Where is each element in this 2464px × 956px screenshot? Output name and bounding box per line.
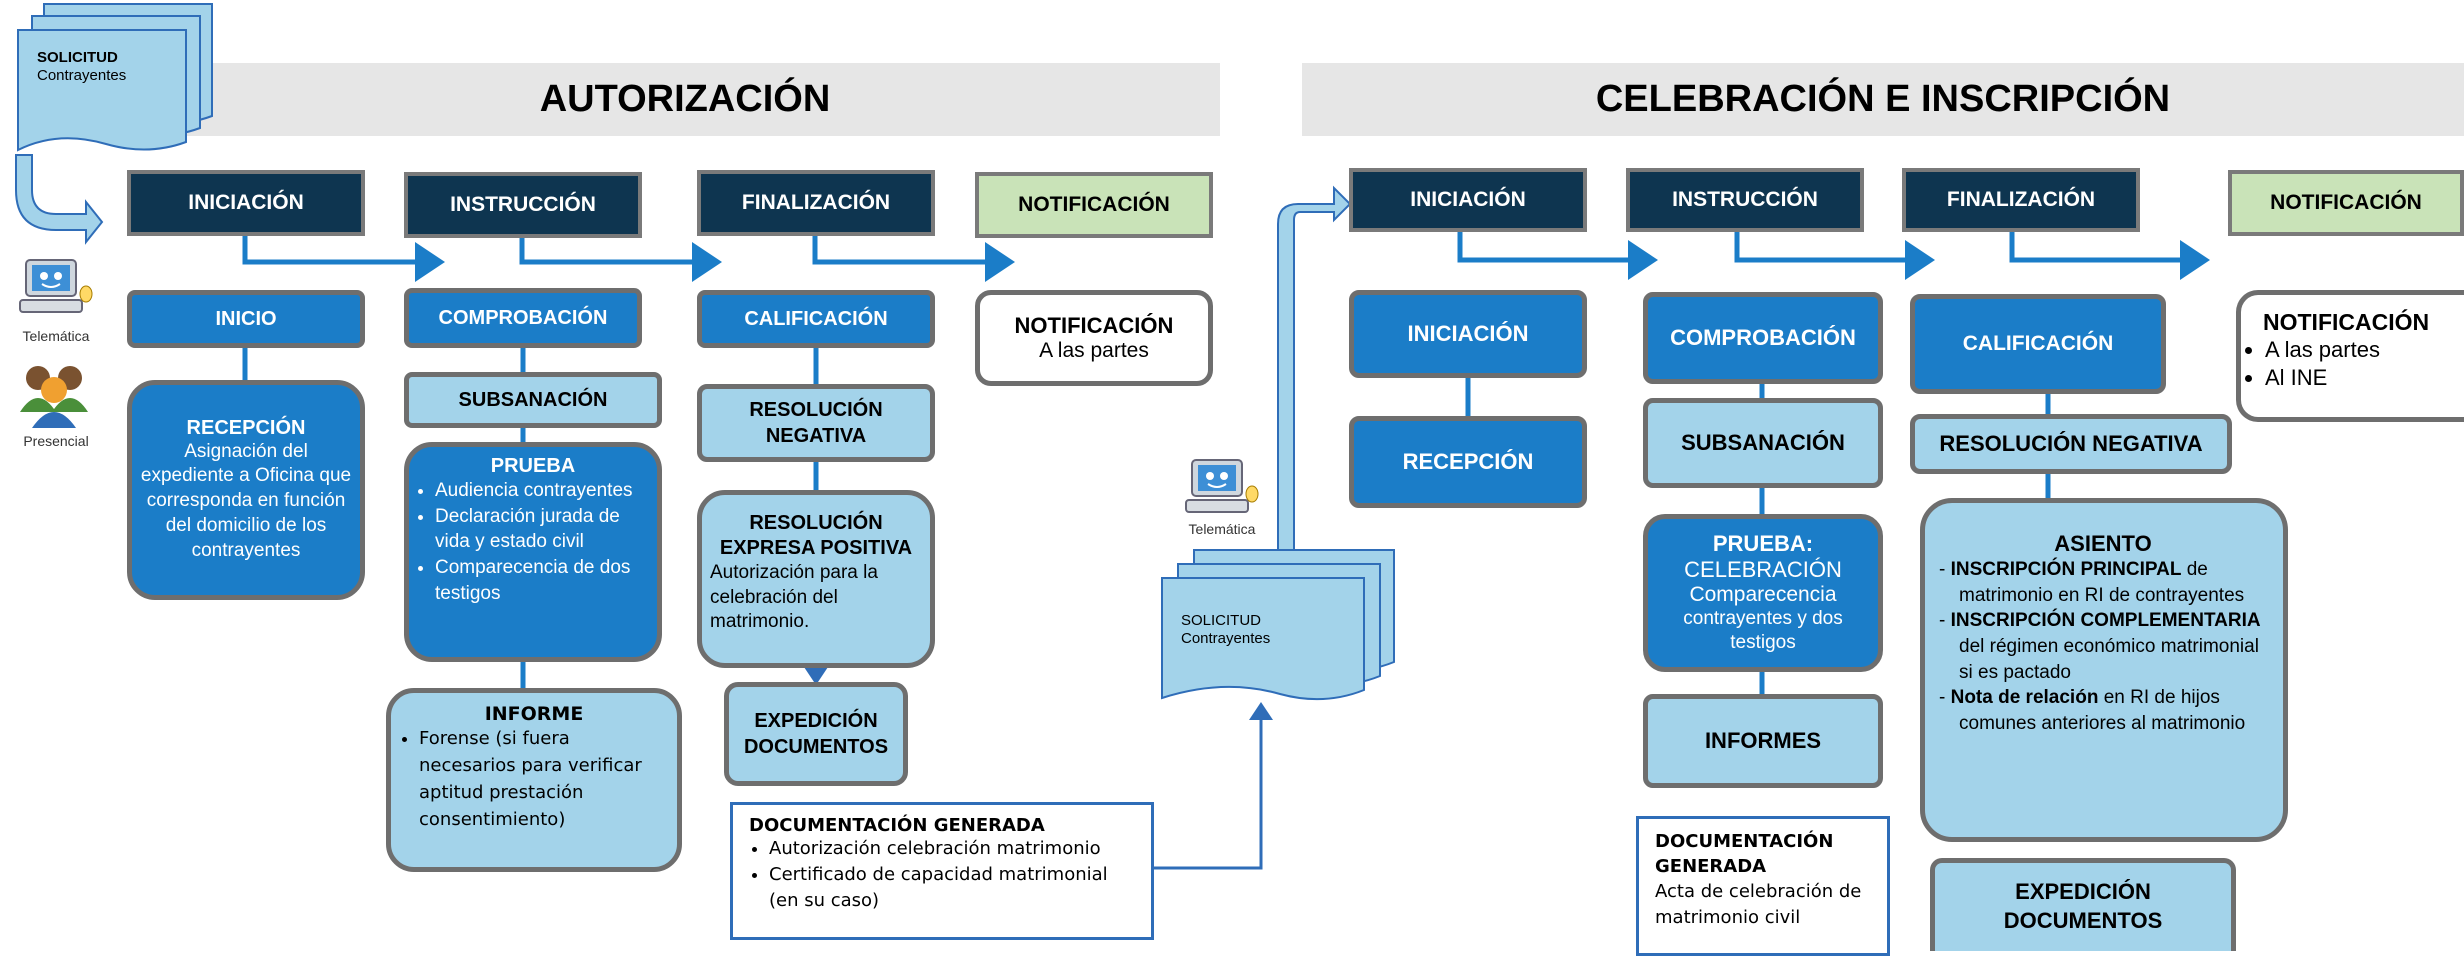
prueba-line: contrayentes y dos testigos — [1683, 608, 1843, 653]
asiento-item-text: de matrimonio en RI de contrayentes — [1959, 559, 2245, 606]
asiento-item-bold: Nota de relación — [1950, 687, 2099, 709]
recepcion-text: Asignación del expediente a Oficina que … — [140, 440, 352, 561]
prueba-line: CELEBRACIÓN — [1684, 557, 1842, 583]
notificacion-title: NOTIFICACIÓN — [1014, 313, 1174, 338]
phase-arrow — [2009, 232, 2210, 280]
resolucion-positiva-text: Autorización para la celebración del mat… — [710, 562, 878, 633]
informe-box: INFORME Forense (si fuera necesarios par… — [386, 688, 682, 872]
prueba-item: Audiencia contrayentes — [435, 478, 651, 504]
solicitud-title: SOLICITUD — [1181, 612, 1262, 629]
phase-arrow — [1457, 232, 1658, 280]
notificacion-item: Al INE — [2265, 364, 2458, 392]
notificacion-box: NOTIFICACIÓN A las partes — [975, 290, 1213, 386]
banner-celebracion-inscripcion: CELEBRACIÓN E INSCRIPCIÓN — [1302, 63, 2464, 136]
inicio-box: INICIO — [127, 290, 365, 348]
documentacion-item: Autorización celebración matrimonio — [769, 836, 1135, 862]
phase-arrow — [242, 236, 445, 282]
notificacion-item: A las partes — [2265, 336, 2458, 364]
documentacion-title: DOCUMENTACIÓN GENERADA — [1655, 831, 1834, 878]
prueba-title: PRUEBA — [490, 455, 576, 477]
solicitud-subtitle: Contrayentes — [37, 67, 127, 84]
notificacion-box: NOTIFICACIÓN A las partes Al INE — [2236, 290, 2464, 422]
doc-to-solicitud-arrow — [1154, 702, 1273, 870]
channel-presencial-label: Presencial — [23, 433, 89, 449]
asiento-item: - INSCRIPCIÓN PRINCIPAL de matrimonio en… — [1939, 559, 2245, 606]
prueba-item: Comparecencia de dos testigos — [435, 555, 651, 606]
recepcion-box: RECEPCIÓN — [1349, 416, 1587, 508]
asiento-item-bold: INSCRIPCIÓN PRINCIPAL — [1950, 559, 2182, 580]
expedicion-documentos-box: EXPEDICIÓN DOCUMENTOS — [724, 682, 908, 786]
expedicion-documentos-box: EXPEDICIÓN DOCUMENTOS — [1930, 858, 2236, 951]
informes-box: INFORMES — [1643, 694, 1883, 788]
subsanacion-box: SUBSANACIÓN — [404, 372, 662, 428]
documentacion-title: DOCUMENTACIÓN GENERADA — [749, 815, 1045, 836]
prueba-line: Comparecencia — [1689, 583, 1837, 607]
resolucion-positiva-box: RESOLUCIÓN EXPRESA POSITIVA Autorización… — [697, 490, 935, 668]
prueba-box: PRUEBA: CELEBRACIÓN Comparecencia contra… — [1643, 514, 1883, 672]
phase-arrow — [519, 236, 722, 282]
channel-telematica-label: Telemática — [22, 328, 90, 344]
prueba-item: Declaración jurada de vida y estado civi… — [435, 504, 651, 555]
banner-autorizacion: AUTORIZACIÓN — [150, 63, 1220, 136]
person-icon — [20, 366, 88, 428]
asiento-item-text: en RI de hijos comunes anteriores al mat… — [1959, 687, 2246, 734]
informe-item: Forense (si fuera necesarios para verifi… — [419, 725, 669, 833]
asiento-item-text: del régimen económico matrimonial si es … — [1959, 635, 2259, 683]
solicitud-document-icon — [1161, 549, 1395, 701]
prueba-box: PRUEBA Audiencia contrayentes Declaració… — [404, 442, 662, 662]
solicitud-subtitle: Contrayentes — [1181, 630, 1271, 647]
solicitud-title: SOLICITUD — [37, 49, 118, 66]
phase-finalizacion: FINALIZACIÓN — [697, 170, 935, 236]
phase-instruccion: INSTRUCCIÓN — [404, 172, 642, 238]
comprobacion-box: COMPROBACIÓN — [1643, 292, 1883, 384]
documentacion-generada-box: DOCUMENTACIÓN GENERADA Acta de celebraci… — [1636, 816, 1890, 956]
channel-telematica-label: Telemática — [1188, 521, 1256, 537]
computer-icon — [1185, 459, 1259, 513]
resolucion-positiva-title: RESOLUCIÓN EXPRESA POSITIVA — [719, 512, 913, 559]
asiento-item: - INSCRIPCIÓN COMPLEMENTARIA del régimen… — [1939, 610, 2261, 683]
documentacion-generada-box: DOCUMENTACIÓN GENERADA Autorización cele… — [730, 802, 1154, 940]
phase-finalizacion: FINALIZACIÓN — [1902, 168, 2140, 232]
computer-icon — [19, 259, 93, 313]
recepcion-title: RECEPCIÓN — [186, 416, 306, 439]
documentacion-item: Certificado de capacidad matrimonial (en… — [769, 862, 1135, 914]
phase-arrow — [812, 236, 1015, 282]
asiento-item-bold: INSCRIPCIÓN COMPLEMENTARIA — [1950, 610, 2261, 632]
notificacion-text: A las partes — [1039, 339, 1149, 362]
informe-title: INFORME — [484, 703, 584, 725]
prueba-title: PRUEBA: — [1712, 531, 1814, 557]
resolucion-negativa-box: RESOLUCIÓN NEGATIVA — [697, 384, 935, 462]
documentacion-text: Acta de celebración de matrimonio civil — [1655, 881, 1862, 929]
resolucion-negativa-box: RESOLUCIÓN NEGATIVA — [1910, 414, 2232, 474]
asiento-title: ASIENTO — [2054, 531, 2152, 556]
solicitud-document-icon — [17, 3, 213, 152]
phase-iniciacion: INICIACIÓN — [127, 170, 365, 236]
asiento-item: - Nota de relación en RI de hijos comune… — [1939, 687, 2246, 734]
phase-iniciacion: INICIACIÓN — [1349, 168, 1587, 232]
phase-instruccion: INSTRUCCIÓN — [1626, 168, 1864, 232]
calificacion-box: CALIFICACIÓN — [1910, 294, 2166, 394]
solicitud-to-right-iniciacion-arrow — [1277, 185, 1352, 551]
phase-notificacion: NOTIFICACIÓN — [2228, 170, 2464, 236]
calificacion-box: CALIFICACIÓN — [697, 290, 935, 348]
phase-notificacion: NOTIFICACIÓN — [975, 172, 1213, 238]
subsanacion-box: SUBSANACIÓN — [1643, 398, 1883, 488]
asiento-box: ASIENTO - INSCRIPCIÓN PRINCIPAL de matri… — [1920, 498, 2288, 842]
phase-arrow — [1734, 232, 1935, 280]
recepcion-box: RECEPCIÓN Asignación del expediente a Of… — [127, 380, 365, 600]
solicitud-to-iniciacion-arrow — [15, 154, 104, 245]
notificacion-title: NOTIFICACIÓN — [2263, 309, 2430, 335]
iniciacion-box: INICIACIÓN — [1349, 290, 1587, 378]
comprobacion-box: COMPROBACIÓN — [404, 288, 642, 348]
